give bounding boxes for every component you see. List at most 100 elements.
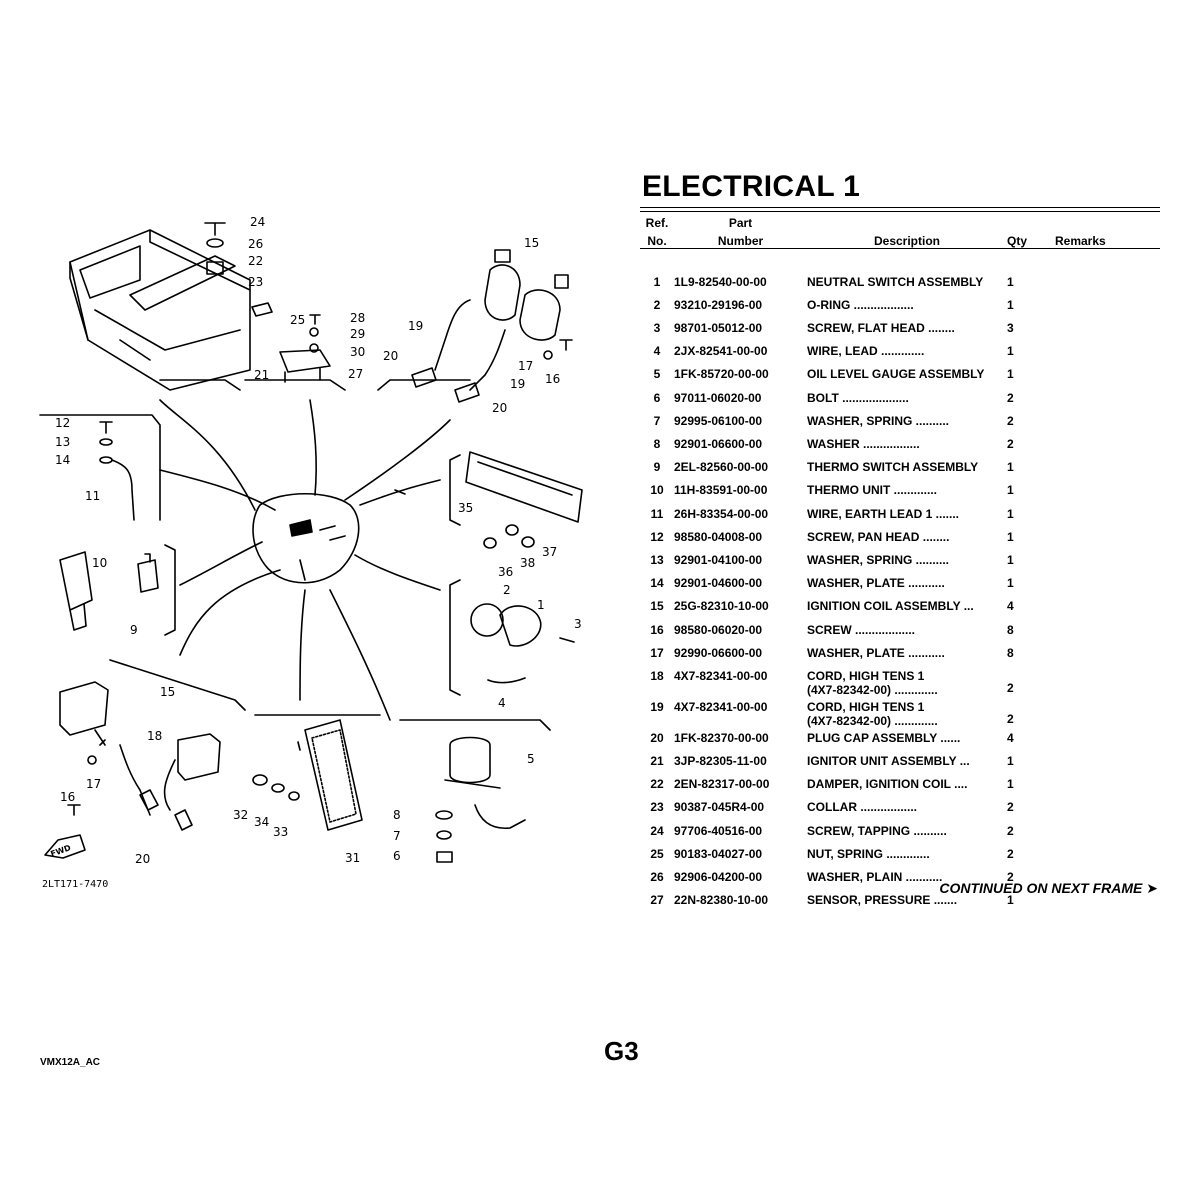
ref-number: 26 — [650, 870, 664, 884]
quantity: 2 — [1007, 413, 1014, 428]
ref-number: 16 — [650, 622, 664, 637]
quantity: 3 — [1007, 321, 1014, 336]
description-line: NUT, SPRING ............. — [807, 846, 930, 861]
description-line: CORD, HIGH TENS 1 — [807, 668, 925, 683]
part-description: SCREW, PAN HEAD ........ — [807, 527, 1007, 550]
parts-table: Ref. Part No. Number Description Qty Rem… — [640, 214, 1160, 913]
part-number: 98580-06020-00 — [674, 622, 763, 637]
remarks-cell — [1055, 751, 1160, 774]
callout-number: 11 — [85, 489, 100, 503]
quantity: 1 — [1007, 297, 1014, 312]
callout-number: 7 — [393, 829, 401, 843]
description-line: IGNITION COIL ASSEMBLY ... — [807, 599, 974, 614]
ref-number: 6 — [653, 390, 661, 405]
ref-number: 8 — [653, 437, 661, 451]
quantity: 1 — [1007, 460, 1014, 475]
callout-number: 37 — [542, 545, 557, 559]
ref-number: 11 — [650, 506, 664, 521]
header-qty: Qty — [1007, 233, 1028, 248]
part-description: THERMO UNIT ............. — [807, 480, 1007, 503]
callout-number: 38 — [520, 556, 535, 570]
description-line: SCREW, PAN HEAD ........ — [807, 529, 950, 544]
part-description: PLUG CAP ASSEMBLY ...... — [807, 728, 1007, 751]
description-line: THERMO SWITCH ASSEMBLY — [807, 460, 979, 475]
callout-number: 4 — [498, 696, 506, 710]
part-description: THERMO SWITCH ASSEMBLY — [807, 457, 1007, 480]
quantity: 1 — [1007, 274, 1014, 289]
callout-number: 17 — [86, 777, 101, 791]
part-number: 93210-29196-00 — [674, 297, 763, 312]
part-description: WASHER ................. — [807, 434, 1007, 457]
part-number: 97011-06020-00 — [674, 390, 762, 405]
ref-number: 5 — [653, 367, 661, 382]
part-description: WASHER, SPRING .......... — [807, 411, 1007, 434]
remarks-cell — [1055, 573, 1160, 596]
ref-number: 17 — [650, 645, 664, 660]
ref-number: 12 — [650, 529, 664, 544]
callout-number: 12 — [55, 416, 70, 430]
quantity: 1 — [1007, 367, 1014, 382]
part-description: DAMPER, IGNITION COIL .... — [807, 774, 1007, 797]
description-line: IGNITOR UNIT ASSEMBLY ... — [807, 754, 970, 769]
description-line-2: (4X7-82342-00) ............. — [807, 713, 938, 728]
quantity: 1 — [1007, 483, 1014, 498]
part-description: SCREW, TAPPING .......... — [807, 821, 1007, 844]
callout-number: 30 — [350, 345, 365, 359]
quantity: 2 — [1007, 437, 1014, 451]
ref-number: 14 — [650, 576, 664, 591]
callout-number: 5 — [527, 752, 535, 766]
part-number: 26H-83354-00-00 — [674, 506, 769, 521]
description-line: O-RING .................. — [807, 297, 914, 312]
callout-number: 13 — [55, 435, 70, 449]
description-line: WIRE, EARTH LEAD 1 ....... — [807, 506, 960, 521]
callout-number: 32 — [233, 808, 248, 822]
description-line: WASHER ................. — [807, 437, 920, 451]
remarks-cell — [1055, 774, 1160, 797]
description-line: WASHER, SPRING .......... — [807, 552, 950, 567]
header-ref-line1: Ref. — [645, 216, 669, 230]
callout-number: 20 — [135, 852, 150, 866]
callout-number: 2 — [503, 583, 511, 597]
exploded-parts-diagram: 24 26 22 23 25 28 29 30 27 21 15 19 20 1… — [39, 215, 583, 890]
ref-number: 19 — [650, 699, 664, 714]
quantity: 1 — [1007, 893, 1014, 908]
part-number: 92901-04600-00 — [674, 576, 763, 591]
callout-number: 16 — [545, 372, 560, 386]
callout-number: 29 — [350, 327, 365, 341]
remarks-cell — [1055, 388, 1160, 411]
title-rule-top — [640, 207, 1160, 208]
part-description: CORD, HIGH TENS 1(4X7-82342-00) ........… — [807, 697, 1007, 728]
part-number: 4X7-82341-00-00 — [674, 699, 768, 714]
part-number: 3JP-82305-11-00 — [674, 754, 767, 769]
part-number: 2EN-82317-00-00 — [674, 777, 770, 792]
part-number: 2JX-82541-00-00 — [674, 344, 768, 359]
part-description: BOLT .................... — [807, 388, 1007, 411]
description-line: WASHER, PLATE ........... — [807, 576, 945, 591]
remarks-cell — [1055, 697, 1160, 728]
table-row: 3 98701-05012-00 SCREW, FLAT HEAD ........… — [640, 318, 1160, 341]
callout-number: 22 — [248, 254, 263, 268]
callout-number: 36 — [498, 565, 513, 579]
part-description: SCREW, FLAT HEAD ........ — [807, 318, 1007, 341]
remarks-cell — [1055, 272, 1160, 295]
callout-number: 34 — [254, 815, 269, 829]
remarks-cell — [1055, 620, 1160, 643]
callout-number: 19 — [408, 319, 423, 333]
part-number: 98701-05012-00 — [674, 321, 763, 336]
quantity: 4 — [1007, 730, 1014, 745]
part-number: 2EL-82560-00-00 — [674, 460, 769, 475]
part-number: 22N-82380-10-00 — [674, 893, 769, 908]
ref-number: 18 — [650, 668, 664, 683]
continued-note: CONTINUED ON NEXT FRAME ➤ — [939, 880, 1158, 896]
table-row: 11 26H-83354-00-00 WIRE, EARTH LEAD 1 ....… — [640, 504, 1160, 527]
ref-number: 24 — [650, 823, 664, 838]
callout-number: 15 — [524, 236, 539, 250]
remarks-cell — [1055, 666, 1160, 697]
